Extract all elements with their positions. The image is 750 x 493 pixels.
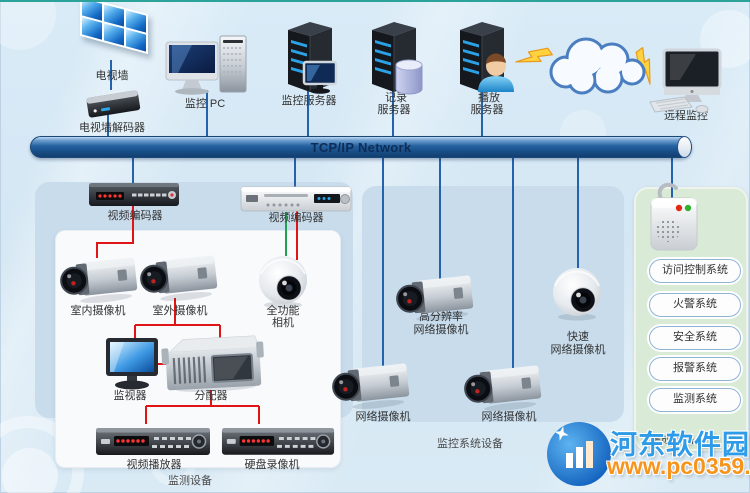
alarm-device-icon <box>646 180 702 254</box>
section-label-surveillance-devices: 监控系统设备 <box>437 438 503 450</box>
hires-network-camera-icon <box>394 270 476 326</box>
tv-wall-decoder-icon <box>84 84 142 120</box>
watermark-site-url: www.pc0359.cn <box>607 453 750 479</box>
label-video-player: 视频播放器 <box>126 459 182 471</box>
label-surveillance-server: 监控服务器 <box>281 95 337 107</box>
mouse-icon <box>695 105 709 113</box>
bar-end-cap <box>677 136 692 158</box>
label-record-server-1: 记录 <box>385 92 407 104</box>
cable-icon <box>657 182 678 202</box>
indoor-camera-icon <box>58 252 140 308</box>
button-access-control-system[interactable]: 访问控制系统 <box>649 259 741 283</box>
label-network-camera-2: 网络摄像机 <box>481 411 537 423</box>
network-camera-1-icon <box>330 358 412 414</box>
remote-monitor-icon <box>649 48 730 114</box>
label-monitor-pc: 监控 PC <box>184 98 226 110</box>
speaker-grille-icon <box>656 218 680 242</box>
label-speed-camera-1: 快速 <box>567 331 589 343</box>
button-monitoring-system[interactable]: 监测系统 <box>649 388 741 412</box>
label-speed-camera-2: 网络摄像机 <box>550 344 606 356</box>
network-bar-label: TCP/IP Network <box>310 140 412 155</box>
label-tv-wall-decoder: 电视墙解码器 <box>79 122 145 134</box>
outdoor-camera-icon <box>138 250 220 306</box>
label-video-encoder-1: 视频编码器 <box>107 210 163 222</box>
video-player-icon <box>94 420 214 458</box>
record-server-icon <box>362 18 426 96</box>
label-tv-wall: 电视墙 <box>95 70 129 82</box>
label-playback-server-1: 播放 <box>478 92 500 104</box>
network-camera-2-icon <box>462 360 544 416</box>
monitor-pc-icon <box>165 34 250 96</box>
label-indoor-camera: 室内摄像机 <box>70 305 126 317</box>
bg-circle <box>2 448 58 493</box>
label-record-server-2: 服务器 <box>377 104 411 116</box>
red-led <box>675 204 683 212</box>
button-fire-alarm-system[interactable]: 火警系统 <box>649 293 741 317</box>
distributor-icon <box>161 330 264 392</box>
video-encoder-dark-icon <box>88 181 180 208</box>
label-monitor: 监视器 <box>113 390 147 402</box>
surveillance-server-icon <box>278 18 342 96</box>
top-border <box>0 0 750 2</box>
label-video-encoder-2: 视频编码器 <box>268 212 324 224</box>
section-label-detection-devices: 监测设备 <box>168 475 212 487</box>
database-cylinder-icon <box>395 59 423 95</box>
tcpip-network-bar: TCP/IP Network <box>30 136 692 158</box>
label-hdd-recorder: 硬盘录像机 <box>244 459 300 471</box>
section-label-integrated-network: 集成网络 <box>650 434 694 446</box>
public-network-cloud-icon <box>540 28 652 100</box>
monitor-icon <box>104 338 160 392</box>
label-distributor: 分配器 <box>194 390 228 402</box>
server-monitor-icon <box>302 60 338 94</box>
green-led <box>684 204 692 212</box>
playback-server-icon <box>450 18 518 96</box>
label-hires-camera-2: 网络摄像机 <box>413 324 469 336</box>
label-network-camera-1: 网络摄像机 <box>355 411 411 423</box>
button-security-system[interactable]: 安全系统 <box>649 326 741 350</box>
watermark-site-name: 河东软件园 <box>610 430 750 460</box>
label-full-function-camera-2: 相机 <box>272 317 294 329</box>
label-outdoor-camera: 室外摄像机 <box>152 305 208 317</box>
label-playback-server-2: 服务器 <box>470 104 504 116</box>
full-function-camera-icon <box>252 250 314 310</box>
watermark-logo-icon <box>547 422 611 486</box>
analog-video-links <box>96 204 298 424</box>
speed-network-camera-icon <box>546 262 608 322</box>
hdd-recorder-icon <box>220 420 338 458</box>
user-icon <box>478 53 514 92</box>
keyboard-icon <box>649 96 693 113</box>
button-alarm-system[interactable]: 报警系统 <box>649 357 741 381</box>
pc-tower-icon <box>219 35 247 93</box>
label-remote-monitor: 远程监控 <box>664 110 708 122</box>
video-encoder-white-icon <box>240 183 352 213</box>
network-links <box>107 60 673 380</box>
